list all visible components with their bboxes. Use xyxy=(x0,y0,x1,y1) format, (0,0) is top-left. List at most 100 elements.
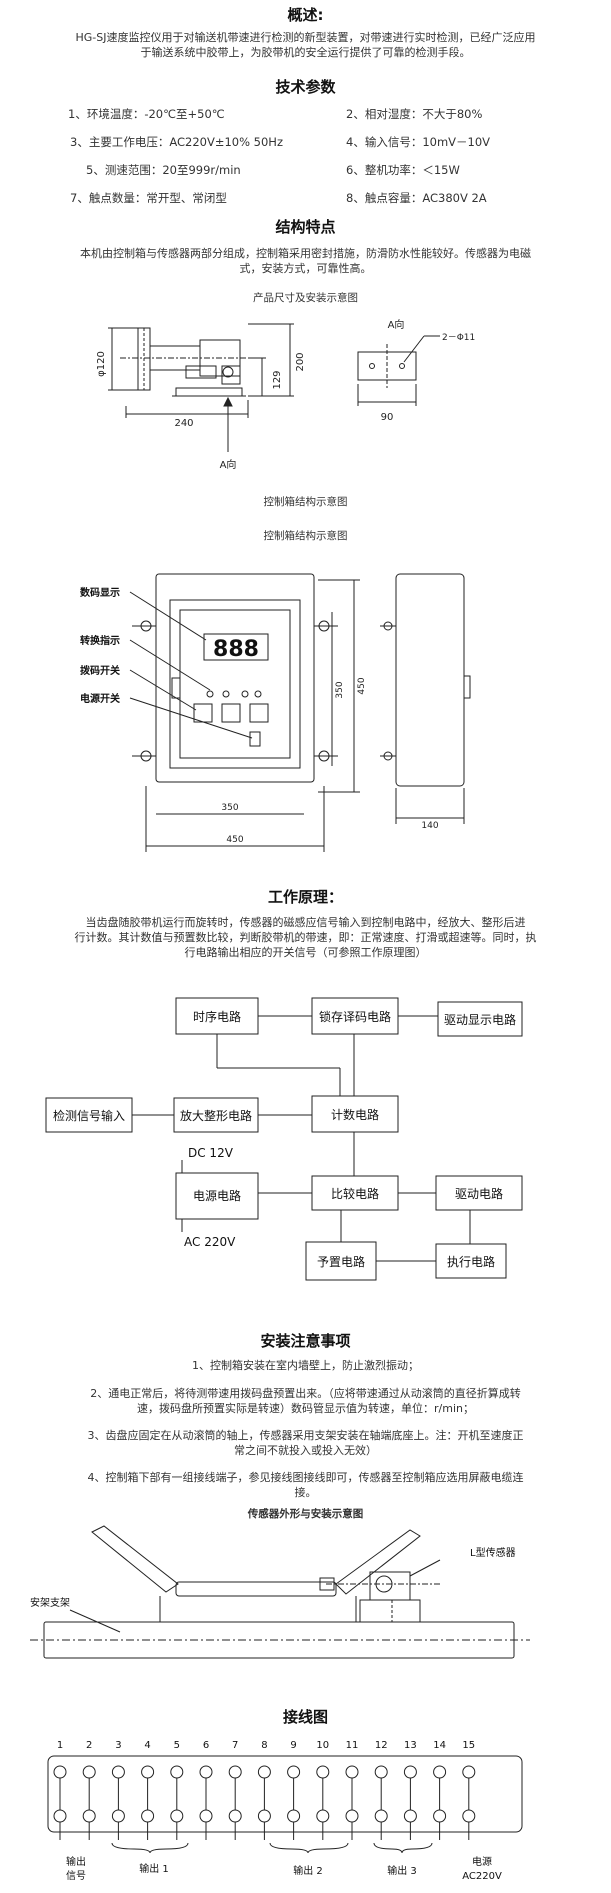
terminal-bottom xyxy=(141,1809,155,1823)
dim-phi120: φ120 xyxy=(96,351,107,377)
label-dial-switch: 拨码开关 xyxy=(80,664,120,677)
terminal-bottom xyxy=(433,1809,447,1823)
l-sensor-label: L型传感器 xyxy=(470,1546,516,1559)
terminal-top xyxy=(433,1765,447,1779)
terminal-bottom xyxy=(287,1809,301,1823)
group-power-line2: AC220V xyxy=(462,1871,502,1882)
dim-350-horizontal: 350 xyxy=(221,803,238,813)
spec-item: 7、触点数量：常开型、常闭型 xyxy=(70,191,227,205)
label-switch-indicator: 转换指示 xyxy=(80,634,120,647)
install-item-4-line2: 接。 xyxy=(294,1486,317,1499)
spec-item: 4、输入信号：10mV－10V xyxy=(346,135,491,149)
label-digital-display: 数码显示 xyxy=(80,586,120,599)
label-power-switch: 电源开关 xyxy=(80,692,120,705)
working-principle-block-diagram: 时序电路 锁存译码电路 驱动显示电路 检测信号输入 放大整形电路 计数电路 DC… xyxy=(45,997,523,1281)
spec-item: 1、环境温度：-20℃至+50℃ xyxy=(68,107,225,121)
terminal-bottom xyxy=(82,1809,96,1823)
group-output-3: 输出 3 xyxy=(387,1864,417,1877)
terminal-top xyxy=(199,1765,213,1779)
spec-item: 3、主要工作电压：AC220V±10% 50Hz xyxy=(70,135,283,149)
ac-220v-label: AC 220V xyxy=(184,1235,236,1249)
box-structure-caption-2: 控制箱结构示意图 xyxy=(263,530,348,542)
terminal-number: 1 xyxy=(57,1740,63,1751)
dim-140: 140 xyxy=(421,821,438,831)
terminal-number: 10 xyxy=(316,1740,329,1751)
terminal-bottom xyxy=(170,1809,184,1823)
install-item-2-line2: 速，拨码盘所预置实际是转速）数码管显示值为转速，单位：r/min； xyxy=(137,1402,474,1415)
install-item-3-line2: 常之间不就投入或投入无效） xyxy=(234,1444,377,1457)
spec-item: 5、测速范围：20至999r/min xyxy=(86,163,241,177)
terminal-top xyxy=(403,1765,417,1779)
hole-spec: 2－Φ11 xyxy=(442,333,475,343)
block-timing: 时序电路 xyxy=(193,1009,241,1024)
install-title: 安装注意事项 xyxy=(260,1332,351,1350)
terminal-bottom xyxy=(374,1809,388,1823)
overview-text-line2: 于输送系统中胶带上，为胶带机的安全运行提供了可靠的检测手段。 xyxy=(140,46,471,59)
sensor-installation-drawing: 安架支架 L型传感器 xyxy=(30,1525,530,1659)
terminal-bottom xyxy=(403,1809,417,1823)
specs-title: 技术参数 xyxy=(275,78,336,96)
terminal-number: 5 xyxy=(174,1740,180,1751)
terminal-top xyxy=(462,1765,476,1779)
block-latch-decode: 锁存译码电路 xyxy=(319,1009,391,1024)
spec-item: 2、相对湿度：不大于80% xyxy=(346,107,483,121)
terminal-top xyxy=(228,1765,242,1779)
sensor-install-caption: 传感器外形与安装示意图 xyxy=(247,1508,364,1520)
terminal-bottom xyxy=(199,1809,213,1823)
terminal-number: 9 xyxy=(290,1740,296,1751)
terminal-number: 4 xyxy=(144,1740,150,1751)
dim-129: 129 xyxy=(272,370,283,389)
a-direction-top-label: A向 xyxy=(388,318,405,331)
dim-450-vertical: 450 xyxy=(357,677,367,694)
terminal-number: 3 xyxy=(115,1740,121,1751)
block-amp-shaping: 放大整形电路 xyxy=(180,1108,252,1123)
terminal-bottom xyxy=(257,1809,271,1823)
overview-title: 概述: xyxy=(287,6,324,24)
terminal-top xyxy=(287,1765,301,1779)
block-compare: 比较电路 xyxy=(331,1186,379,1201)
terminal-number: 13 xyxy=(404,1740,417,1751)
group-output-signal-line2: 信号 xyxy=(66,1870,86,1882)
digital-display-value: 888 xyxy=(213,637,259,662)
terminal-bottom xyxy=(111,1809,125,1823)
group-output-2: 输出 2 xyxy=(293,1864,323,1877)
dim-450-horizontal: 450 xyxy=(226,835,243,845)
a-direction-label: A向 xyxy=(220,458,237,471)
structure-text-line2: 式，安装方式，可靠性高。 xyxy=(239,262,372,275)
install-item-1: 1、控制箱安装在室内墙壁上，防止激烈振动； xyxy=(192,1359,419,1372)
terminal-top xyxy=(374,1765,388,1779)
terminal-number: 2 xyxy=(86,1740,92,1751)
dim-350-vertical: 350 xyxy=(335,681,345,698)
dimension-diagram-caption: 产品尺寸及安装示意图 xyxy=(253,292,358,304)
dim-200: 200 xyxy=(295,352,306,371)
terminal-top xyxy=(141,1765,155,1779)
install-item-3-line1: 3、齿盘应固定在从动滚筒的轴上，传感器采用支架安装在轴端底座上。注：开机至速度正 xyxy=(87,1429,524,1442)
spec-item: 6、整机功率：＜15W xyxy=(346,163,460,177)
block-signal-input: 检测信号输入 xyxy=(53,1108,125,1123)
terminal-number: 8 xyxy=(261,1740,267,1751)
bracket-label: 安架支架 xyxy=(30,1596,70,1609)
group-output-signal-line1: 输出 xyxy=(66,1855,86,1868)
terminal-bottom xyxy=(345,1809,359,1823)
terminal-top xyxy=(82,1765,96,1779)
terminal-top xyxy=(53,1765,67,1779)
terminal-top xyxy=(345,1765,359,1779)
terminal-bottom xyxy=(228,1809,242,1823)
terminal-top xyxy=(316,1765,330,1779)
overview-text-line1: HG-SJ速度监控仪用于对输送机带速进行检测的新型装置，对带速进行实时检测，已经… xyxy=(75,31,536,44)
group-output-1: 输出 1 xyxy=(139,1862,169,1875)
block-drive-display: 驱动显示电路 xyxy=(444,1012,516,1027)
structure-title: 结构特点 xyxy=(275,218,336,236)
terminal-top xyxy=(111,1765,125,1779)
terminal-number: 6 xyxy=(203,1740,209,1751)
block-drive: 驱动电路 xyxy=(455,1186,503,1201)
wiring-title: 接线图 xyxy=(282,1708,328,1726)
principle-text-line1: 当齿盘随胶带机运行而旋转时，传感器的磁感应信号输入到控制电路中，经放大、整形后进 xyxy=(85,916,526,929)
terminal-bottom xyxy=(316,1809,330,1823)
group-power-line1: 电源 xyxy=(472,1855,492,1868)
install-item-4-line1: 4、控制箱下部有一组接线端子，参见接线图接线即可，传感器至控制箱应选用屏蔽电缆连 xyxy=(87,1471,524,1484)
dim-90: 90 xyxy=(381,412,394,423)
principle-text-line2: 行计数。其计数值与预置数比较，判断胶带机的带速，即：正常速度、打滑或超速等。同时… xyxy=(74,931,537,944)
terminal-bottom xyxy=(53,1809,67,1823)
